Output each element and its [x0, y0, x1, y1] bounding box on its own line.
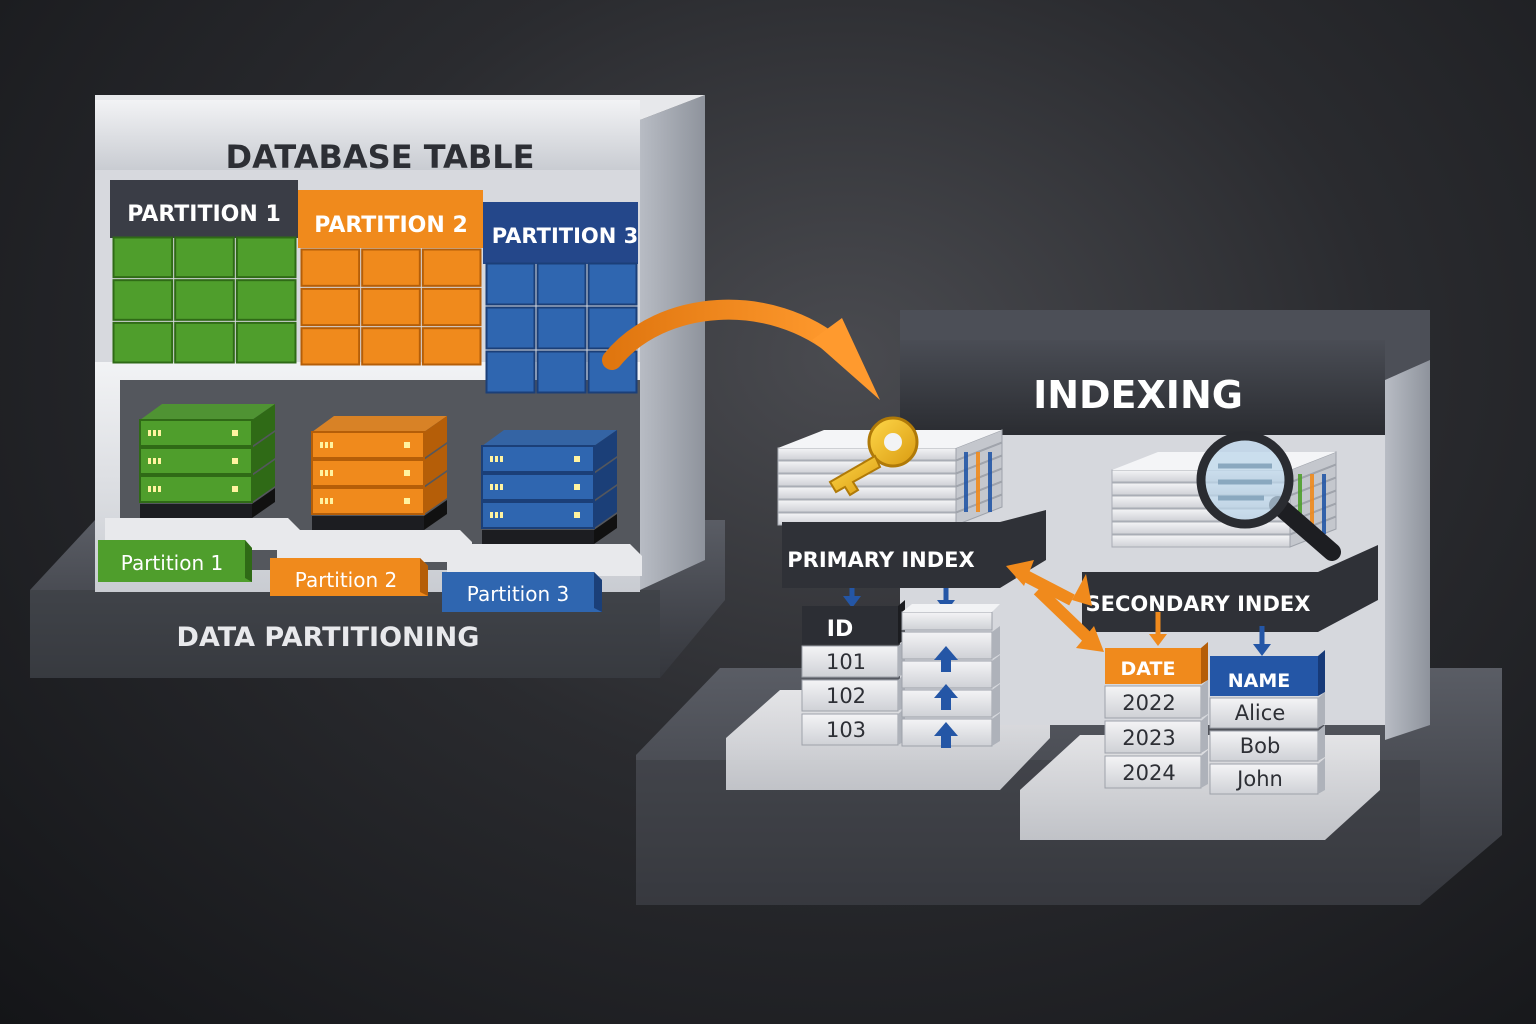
- svg-text:2022: 2022: [1122, 691, 1175, 715]
- partition-1-grid: [112, 236, 297, 364]
- partition-cell: [174, 279, 235, 321]
- magnifier-icon: [1196, 431, 1341, 561]
- indexing-title: INDEXING: [1033, 373, 1243, 417]
- partition-cell: [361, 248, 421, 287]
- database-table-title: DATABASE TABLE: [226, 138, 535, 176]
- partition-cell: [485, 262, 536, 306]
- svg-text:PARTITION 1: PARTITION 1: [127, 202, 281, 227]
- name-header: NAME: [1228, 670, 1291, 692]
- partition-cell: [174, 236, 235, 279]
- key-icon: [828, 416, 919, 497]
- partition-2-grid: [300, 248, 482, 366]
- arrow-up-icon: [934, 684, 958, 710]
- partition-cell: [587, 350, 638, 394]
- name-cell: Alice: [1209, 692, 1325, 729]
- partition-2-header: PARTITION 2: [298, 190, 483, 248]
- primary-index-label: PRIMARY INDEX: [787, 548, 974, 572]
- partition-cell: [485, 306, 536, 350]
- svg-text:101: 101: [826, 650, 866, 674]
- id-cell: 102: [801, 674, 905, 712]
- arrow-down-icon: [843, 588, 861, 608]
- primary-index-stack: [777, 429, 1003, 526]
- name-cell: Bob: [1209, 725, 1325, 762]
- partition-cell: [174, 321, 235, 364]
- partition-cell: [235, 236, 297, 279]
- database-table-band: [95, 100, 640, 170]
- arrow-up-icon: [934, 646, 958, 672]
- cross-link-arrows: [1006, 560, 1104, 652]
- svg-text:102: 102: [826, 684, 866, 708]
- svg-text:2024: 2024: [1122, 761, 1175, 785]
- partition-3-grid: [485, 262, 638, 394]
- svg-text:John: John: [1235, 767, 1283, 791]
- partition-cell: [421, 287, 482, 327]
- svg-text:2023: 2023: [1122, 726, 1175, 750]
- partition-cell: [300, 327, 361, 366]
- date-cell: 2022: [1104, 680, 1208, 719]
- partition-cell: [112, 321, 174, 364]
- server-stacks: [105, 404, 642, 576]
- id-column: ID 101 102 103: [801, 600, 905, 746]
- svg-text:Bob: Bob: [1240, 734, 1281, 758]
- left-block: DATA PARTITIONING DATABASE TABLE PARTITI…: [30, 95, 725, 678]
- arrow-down-icon: [1253, 626, 1271, 656]
- right-block: INDEXING PRIMARY INDEX SECONDARY INDEX: [636, 310, 1502, 905]
- server-label-3: Partition 3: [442, 572, 602, 612]
- partition-cell: [112, 236, 174, 279]
- svg-text:Partition 1: Partition 1: [121, 551, 223, 575]
- partition-cell: [300, 248, 361, 287]
- svg-text:103: 103: [826, 718, 866, 742]
- curved-arrow-icon: [602, 299, 880, 400]
- server-stack-2: [277, 416, 472, 562]
- name-cell: John: [1209, 758, 1325, 795]
- partition-cell: [112, 279, 174, 321]
- partition-cell: [361, 287, 421, 327]
- partition-3-header: PARTITION 3: [483, 202, 638, 264]
- partition-cell: [300, 287, 361, 327]
- arrow-down-icon: [1149, 612, 1167, 646]
- data-partitioning-label: DATA PARTITIONING: [177, 622, 480, 653]
- partition-cell: [361, 327, 421, 366]
- date-cell: 2024: [1104, 750, 1208, 789]
- partition-cell: [536, 350, 587, 394]
- server-stack-3: [447, 430, 642, 576]
- date-cell: 2023: [1104, 715, 1208, 754]
- pointer-column: [901, 604, 1000, 748]
- id-header: ID: [827, 617, 853, 642]
- partition-cell: [536, 262, 587, 306]
- partition-cell: [485, 350, 536, 394]
- id-cell: 101: [801, 640, 905, 678]
- svg-text:Alice: Alice: [1235, 701, 1286, 725]
- partition-cell: [536, 306, 587, 350]
- date-column: DATE 2022 2023 2024: [1104, 642, 1208, 789]
- svg-text:Partition 2: Partition 2: [295, 568, 397, 592]
- id-cell: 103: [801, 708, 905, 746]
- svg-text:PARTITION 3: PARTITION 3: [492, 224, 639, 248]
- partition-1-header: PARTITION 1: [110, 180, 298, 238]
- indexing-header: [900, 340, 1385, 435]
- left-building-side: [640, 95, 705, 590]
- partition-cell: [587, 262, 638, 306]
- svg-text:PARTITION 2: PARTITION 2: [314, 213, 468, 238]
- partition-cell: [235, 321, 297, 364]
- svg-text:Partition 3: Partition 3: [467, 582, 569, 606]
- server-label-1: Partition 1: [98, 540, 252, 582]
- arrow-up-icon: [934, 722, 958, 748]
- partition-cell: [421, 327, 482, 366]
- server-stack-1: [105, 404, 300, 550]
- secondary-index-label: SECONDARY INDEX: [1086, 592, 1311, 616]
- server-label-2: Partition 2: [270, 558, 428, 596]
- partition-cell: [235, 279, 297, 321]
- partition-cell: [421, 248, 482, 287]
- date-header: DATE: [1121, 658, 1176, 680]
